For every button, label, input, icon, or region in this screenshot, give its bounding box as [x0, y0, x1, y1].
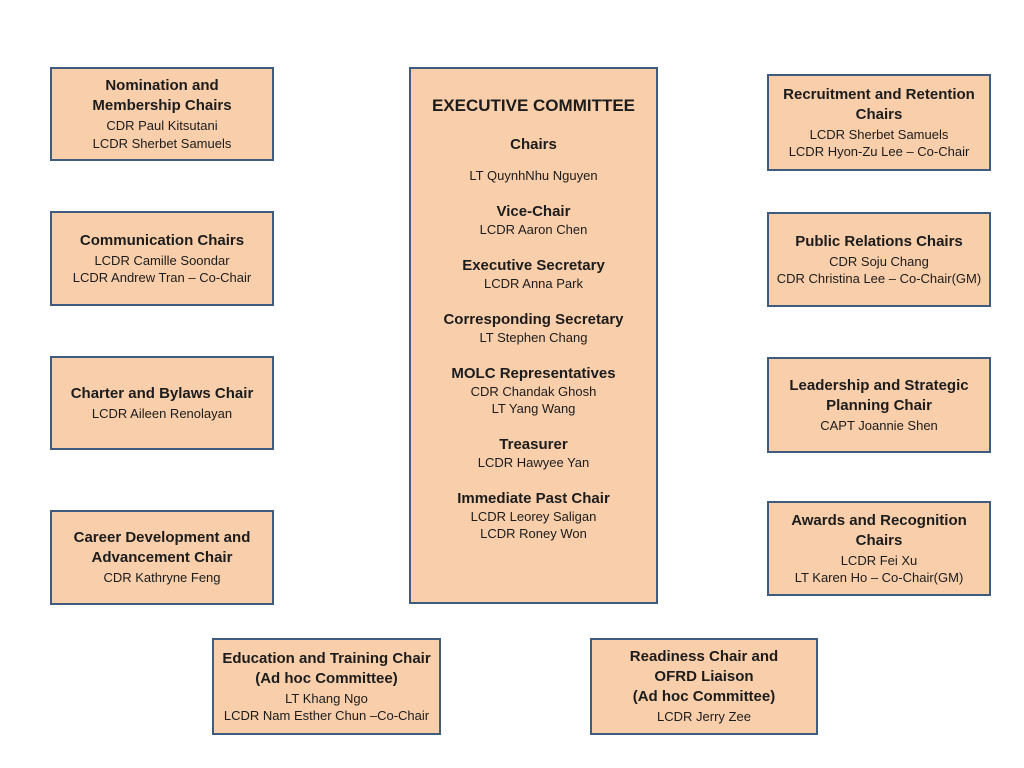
box-title-line: Membership Chairs — [92, 97, 232, 114]
box-members: LCDR Jerry Zee — [657, 708, 751, 726]
exec-section-executive-secretary: Executive Secretary LCDR Anna Park — [462, 257, 605, 292]
box-title-line: Leadership and Strategic — [789, 376, 969, 394]
box-members: LCDR Camille Soondar LCDR Andrew Tran – … — [73, 252, 251, 287]
box-title: Public Relations Chairs — [795, 232, 963, 252]
member-name: LCDR Aaron Chen — [479, 222, 588, 237]
member-name: LCDR Aileen Renolayan — [91, 405, 233, 421]
exec-section-immediate-past-chair: Immediate Past Chair LCDR Leorey Saligan… — [457, 490, 610, 542]
box-title: Charter and Bylaws Chair — [71, 384, 254, 404]
exec-role: Vice-Chair — [496, 203, 571, 220]
org-box-recruitment-retention-chairs: Recruitment and Retention Chairs LCDR Sh… — [767, 74, 991, 171]
box-title-line: Readiness Chair and — [629, 648, 779, 666]
box-title-line: Public Relations Chairs — [795, 232, 963, 250]
box-title-line: Advancement Chair — [91, 549, 233, 567]
member-name: LCDR Roney Won — [480, 526, 587, 541]
member-name: CDR Chandak Ghosh — [470, 384, 597, 399]
org-box-leadership-strategic-planning-chair: Leadership and Strategic Planning Chair … — [767, 357, 991, 453]
exec-role: Chairs — [510, 136, 557, 153]
box-title-line: Chairs — [855, 531, 903, 549]
member-name: LCDR Jerry Zee — [657, 709, 751, 725]
box-title-line: Communication Chairs — [79, 231, 245, 249]
member-name: LCDR Sherbet Samuels — [92, 135, 232, 151]
member-name: CDR Paul Kitsutani — [106, 118, 218, 133]
member-name: CDR Soju Chang — [829, 253, 929, 269]
box-title: Career Development and Advancement Chair — [74, 528, 251, 568]
member-name: LT Yang Wang — [491, 401, 576, 416]
member-name: CDR Christina Lee – Co-Chair(GM) — [776, 271, 982, 286]
box-title-line: Chairs — [855, 105, 903, 123]
box-title-line: Career Development and — [73, 529, 251, 547]
box-title-line: Education and Training Chair — [222, 649, 431, 667]
exec-role: Corresponding Secretary — [443, 311, 624, 328]
org-box-readiness-ofrd-liaison-chair: Readiness Chair and OFRD Liaison (Ad hoc… — [590, 638, 818, 735]
box-members: CDR Paul Kitsutani LCDR Sherbet Samuels — [93, 117, 232, 152]
box-title: Recruitment and Retention Chairs — [783, 85, 975, 125]
org-box-education-training-chair: Education and Training Chair (Ad hoc Com… — [212, 638, 441, 735]
box-title: Leadership and Strategic Planning Chair — [789, 376, 968, 416]
exec-section-molc-representatives: MOLC Representatives CDR Chandak Ghosh L… — [451, 365, 615, 417]
box-title: Awards and Recognition Chairs — [791, 511, 967, 551]
box-members: CAPT Joannie Shen — [820, 417, 938, 435]
org-box-communication-chairs: Communication Chairs LCDR Camille Soonda… — [50, 211, 274, 306]
exec-section-vice-chair: Vice-Chair LCDR Aaron Chen — [480, 203, 588, 238]
box-members: LT Khang Ngo LCDR Nam Esther Chun –Co-Ch… — [224, 690, 429, 725]
box-title: Readiness Chair and OFRD Liaison (Ad hoc… — [630, 647, 778, 707]
box-title: Communication Chairs — [80, 231, 244, 251]
member-name: LT Stephen Chang — [479, 330, 588, 345]
box-title-line: Planning Chair — [826, 396, 932, 414]
box-members: CDR Kathryne Feng — [103, 569, 220, 587]
member-name: LT QuynhNhu Nguyen — [469, 168, 598, 183]
exec-section-chairs: Chairs LT QuynhNhu Nguyen — [469, 136, 597, 184]
box-title-line: Nomination and — [105, 77, 219, 94]
org-box-charter-bylaws-chair: Charter and Bylaws Chair LCDR Aileen Ren… — [50, 356, 274, 450]
member-name: LCDR Leorey Saligan — [470, 509, 597, 524]
org-box-public-relations-chairs: Public Relations Chairs CDR Soju Chang C… — [767, 212, 991, 307]
box-members: LCDR Fei Xu LT Karen Ho – Co-Chair(GM) — [795, 552, 964, 587]
exec-role: Immediate Past Chair — [457, 490, 610, 507]
member-name: LT Karen Ho – Co-Chair(GM) — [794, 570, 964, 585]
member-name: LT Khang Ngo — [285, 690, 368, 706]
member-name: CDR Kathryne Feng — [103, 570, 221, 586]
exec-role: Treasurer — [499, 436, 568, 453]
box-title-line: Awards and Recognition — [791, 511, 967, 529]
member-name: LCDR Hawyee Yan — [477, 455, 590, 470]
box-title: Education and Training Chair (Ad hoc Com… — [222, 649, 430, 689]
member-name: LCDR Anna Park — [483, 276, 583, 291]
exec-role: Executive Secretary — [462, 257, 605, 274]
exec-role: MOLC Representatives — [451, 365, 616, 382]
org-box-nomination-membership-chairs: Nomination and Membership Chairs CDR Pau… — [50, 67, 274, 161]
exec-section-treasurer: Treasurer LCDR Hawyee Yan — [478, 436, 590, 471]
box-members: LCDR Sherbet Samuels LCDR Hyon-Zu Lee – … — [789, 126, 970, 161]
org-box-awards-recognition-chairs: Awards and Recognition Chairs LCDR Fei X… — [767, 501, 991, 596]
member-name: LCDR Hyon-Zu Lee – Co-Chair — [788, 144, 970, 159]
box-title: Nomination and Membership Chairs — [92, 76, 231, 116]
org-box-career-development-chair: Career Development and Advancement Chair… — [50, 510, 274, 605]
member-name: LCDR Nam Esther Chun –Co-Chair — [223, 708, 430, 723]
box-title-line: (Ad hoc Committee) — [255, 669, 398, 687]
member-name: LCDR Camille Soondar — [94, 252, 230, 268]
member-name: LCDR Fei Xu — [840, 552, 918, 568]
box-members: CDR Soju Chang CDR Christina Lee – Co-Ch… — [777, 253, 981, 288]
box-members: LCDR Aileen Renolayan — [92, 405, 232, 423]
box-title-line: OFRD Liaison — [654, 668, 754, 686]
member-name: LCDR Andrew Tran – Co-Chair — [72, 270, 252, 285]
executive-committee-title: EXECUTIVE COMMITTEE — [431, 96, 636, 115]
box-title-line: (Ad hoc Committee) — [632, 688, 776, 706]
box-title-line: Recruitment and Retention — [783, 85, 975, 103]
member-name: LCDR Sherbet Samuels — [809, 126, 949, 142]
member-name: CAPT Joannie Shen — [820, 417, 938, 433]
org-box-executive-committee: EXECUTIVE COMMITTEE Chairs LT QuynhNhu N… — [409, 67, 658, 604]
exec-section-corresponding-secretary: Corresponding Secretary LT Stephen Chang — [443, 311, 623, 346]
box-title-line: Charter and Bylaws Chair — [70, 384, 254, 402]
